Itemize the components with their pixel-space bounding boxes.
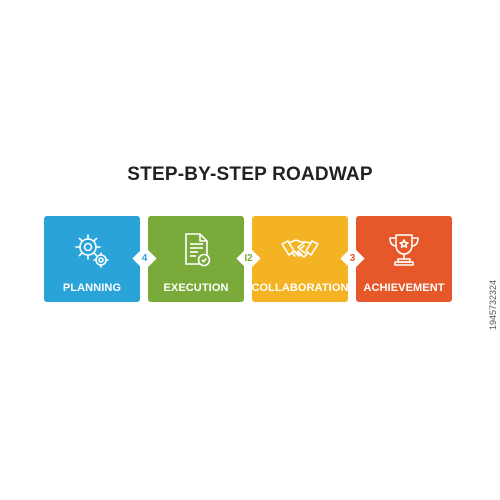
step-label: EXECUTION (163, 282, 229, 294)
gears-icon (75, 234, 109, 268)
step-label: ACHIEVEMENT (363, 282, 445, 294)
connector-label: 3 (349, 253, 356, 264)
handshake-icon (281, 239, 319, 258)
document-icon (185, 233, 211, 267)
watermark-id: 1945732324 (488, 279, 498, 330)
step-label: COLLABORATION (251, 282, 349, 294)
diagram-title: STEP-BY-STEP ROADWAP (127, 164, 373, 185)
step-label: PLANNING (62, 282, 122, 294)
trophy-icon (389, 234, 419, 266)
connector-label: 4 (141, 253, 148, 264)
connector-label: I2 (244, 253, 253, 264)
step-achievement: ACHIEVEMENT (356, 216, 452, 302)
step-planning: PLANNING (44, 216, 140, 302)
step-execution: EXECUTION (148, 216, 244, 302)
step-collaboration: COLLABORATION (251, 216, 349, 302)
